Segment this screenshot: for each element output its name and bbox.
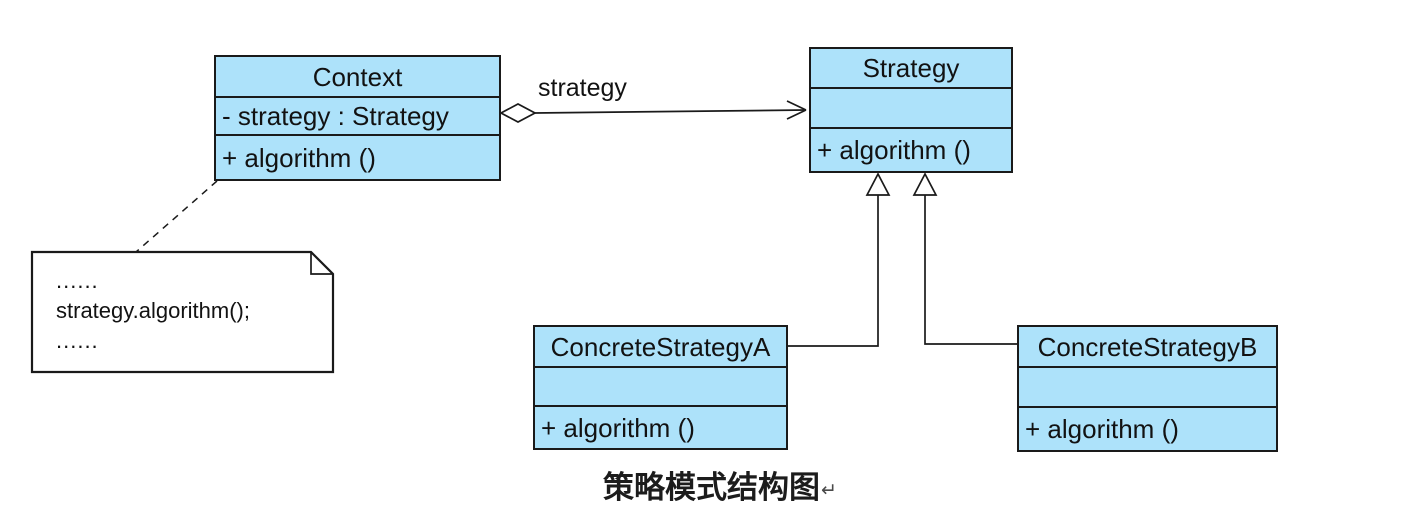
note-line: ......: [56, 328, 99, 353]
association-role-label: strategy: [538, 74, 627, 102]
note-fold-icon: [310, 252, 333, 275]
class-attribute: - strategy : Strategy: [216, 96, 499, 136]
class-method: + algorithm (): [817, 135, 971, 165]
diagram-caption: 策略模式结构图↵: [520, 462, 920, 507]
class-name: ConcreteStrategyA: [550, 331, 771, 362]
aggregation-diamond-icon: [499, 103, 537, 123]
class-method: + algorithm (): [222, 142, 376, 173]
class-box-concrete-strategy-b: ConcreteStrategyB + algorithm (): [1017, 325, 1278, 452]
class-box-strategy: Strategy + algorithm (): [809, 47, 1013, 173]
class-name: ConcreteStrategyB: [1037, 331, 1258, 362]
triangle-arrow-icon: [912, 172, 938, 196]
inheritance-arrow-a: [788, 172, 891, 347]
note-text: ...... strategy.algorithm(); ......: [56, 266, 316, 356]
class-attribute-empty: [535, 366, 786, 407]
class-attribute-empty: [1019, 366, 1276, 408]
triangle-arrow-icon: [865, 172, 891, 196]
inheritance-arrow-b: [912, 172, 1017, 345]
class-name: Strategy: [862, 53, 960, 83]
aggregation-association: [499, 100, 807, 123]
class-box-context: Context - strategy : Strategy + algorith…: [214, 55, 501, 181]
note-anchor-dashed-line: [135, 180, 218, 253]
note-line: ......: [56, 268, 99, 293]
class-name: Context: [312, 61, 403, 92]
class-box-concrete-strategy-a: ConcreteStrategyA + algorithm (): [533, 325, 788, 450]
caption-text: 策略模式结构图: [603, 470, 821, 505]
open-arrow-icon: [786, 100, 807, 120]
paragraph-return-mark-icon: ↵: [821, 480, 837, 501]
note-shape: [30, 250, 335, 374]
class-method: + algorithm (): [1025, 414, 1179, 444]
note-line: strategy.algorithm();: [56, 298, 250, 323]
class-attribute-empty: [811, 87, 1011, 129]
class-method: + algorithm (): [541, 412, 695, 443]
